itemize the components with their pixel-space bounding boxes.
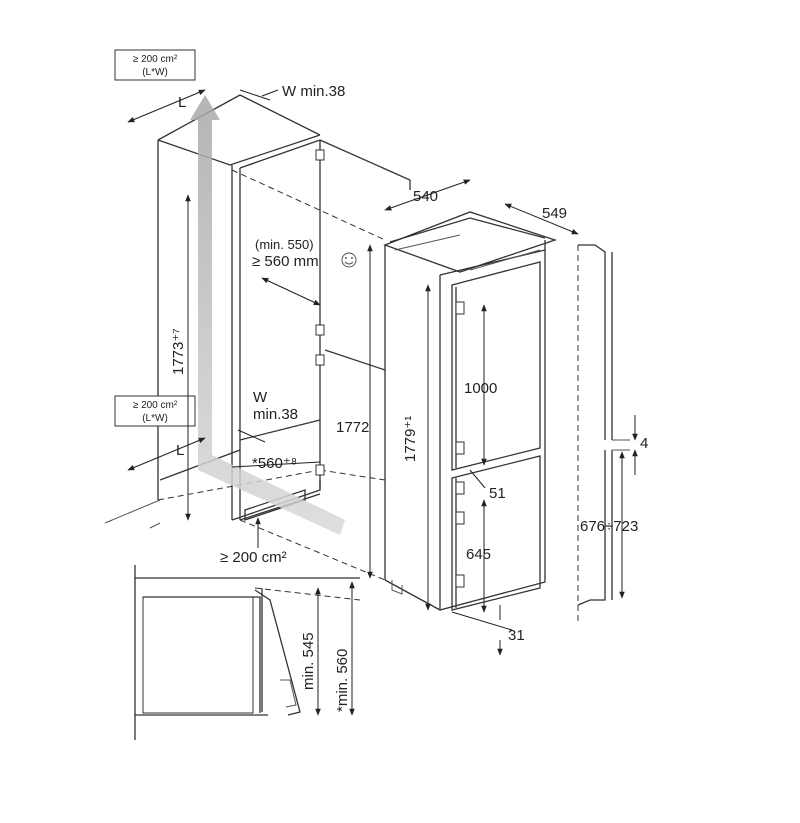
- dim-L-bottom: L: [127, 437, 206, 471]
- svg-text:4: 4: [640, 435, 648, 452]
- appliance: [383, 211, 558, 611]
- svg-text:1000: 1000: [464, 380, 497, 397]
- dim-appliance-width: 540: [384, 179, 471, 211]
- dim-W-bottom: W min.38: [237, 389, 298, 443]
- dim-door-clearance: (min. 550) ≥ 560 mm: [252, 237, 357, 306]
- svg-text:645: 645: [466, 546, 491, 563]
- dim-hinge-range: 676÷723: [580, 451, 638, 599]
- svg-text:*min. 560: *min. 560: [334, 649, 351, 712]
- dim-W-top: W min.38: [239, 83, 345, 101]
- svg-text:*560⁺⁸: *560⁺⁸: [252, 455, 297, 472]
- svg-text:549: 549: [542, 205, 567, 222]
- svg-text:min. 545: min. 545: [300, 632, 317, 690]
- svg-text:51: 51: [489, 485, 506, 502]
- svg-text:31: 31: [508, 627, 525, 644]
- side-profile: [577, 244, 630, 625]
- dim-niche-height: 1773⁺⁷: [170, 194, 191, 521]
- dim-upper-door: 1000: [464, 304, 497, 466]
- dim-L-top: L: [127, 89, 206, 123]
- dim-appliance-height-outer: 1772: [336, 244, 373, 579]
- niche-cabinet: [104, 94, 411, 581]
- dim-min-560: *min. 560: [334, 581, 355, 716]
- dim-plinth-vent: ≥ 200 cm²: [220, 517, 287, 566]
- svg-text:1772: 1772: [336, 419, 369, 436]
- svg-text:≥ 200 cm²: ≥ 200 cm²: [133, 54, 178, 65]
- svg-text:1779⁺¹: 1779⁺¹: [402, 416, 419, 462]
- svg-text:1773⁺⁷: 1773⁺⁷: [170, 328, 187, 375]
- svg-text:≥ 560 mm: ≥ 560 mm: [252, 253, 319, 270]
- smiley-icon: [341, 252, 357, 268]
- dim-niche-depth: *560⁺⁸: [231, 455, 321, 472]
- plan-view: [134, 565, 361, 740]
- hinge-icon: [315, 149, 325, 476]
- svg-text:(L*W): (L*W): [142, 67, 168, 78]
- svg-text:min.38: min.38: [253, 406, 298, 423]
- svg-text:676÷723: 676÷723: [580, 518, 638, 535]
- svg-text:(min. 550): (min. 550): [255, 237, 314, 252]
- dim-min-545: min. 545: [300, 587, 321, 716]
- svg-text:540: 540: [413, 188, 438, 205]
- dim-lower-door: 645: [466, 499, 491, 613]
- dim-bottom-offset: 31: [451, 605, 525, 655]
- dim-side-gap: 4: [632, 415, 648, 475]
- svg-text:≥ 200 cm²: ≥ 200 cm²: [133, 400, 178, 411]
- dim-appliance-depth: 549: [504, 203, 579, 235]
- door-hinge-icon: [455, 301, 465, 588]
- airflow-arrow-icon: [190, 95, 345, 535]
- svg-text:W: W: [253, 389, 268, 406]
- svg-text:L: L: [178, 94, 186, 111]
- svg-text:≥ 200 cm²: ≥ 200 cm²: [220, 549, 287, 566]
- svg-text:W min.38: W min.38: [282, 83, 345, 100]
- dim-appliance-height: 1779⁺¹: [402, 284, 431, 611]
- dim-door-gap: 51: [469, 469, 506, 502]
- vent-bottom-box: ≥ 200 cm² (L*W): [114, 395, 196, 427]
- svg-text:L: L: [176, 442, 184, 459]
- svg-text:(L*W): (L*W): [142, 413, 168, 424]
- vent-top-box: ≥ 200 cm² (L*W): [114, 49, 196, 81]
